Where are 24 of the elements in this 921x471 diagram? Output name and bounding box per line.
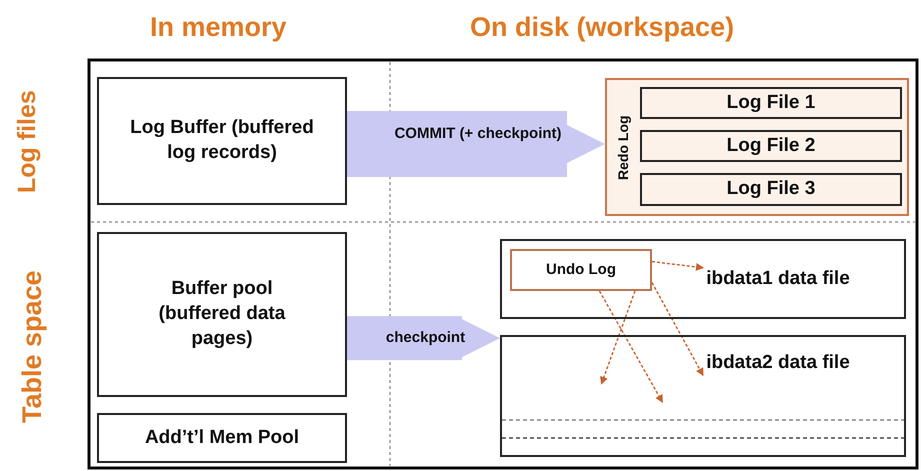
arrow	[600, 290, 636, 385]
memory-box: Log Buffer (buffered log records)	[97, 77, 347, 205]
arrow	[652, 260, 704, 271]
row-heading: Log files	[14, 90, 42, 196]
log-file-box: Log File 2	[640, 130, 902, 162]
arrow	[651, 282, 704, 376]
block-arrow	[347, 316, 500, 360]
log-file-box: Log File 3	[640, 173, 902, 206]
column-heading: On disk (workspace)	[470, 12, 734, 43]
arrow	[598, 290, 663, 403]
edge-label: checkpoint	[384, 329, 466, 348]
edge-label: COMMIT (+ checkpoint)	[393, 125, 563, 143]
redo-log-group	[605, 78, 909, 216]
memory-box: Buffer pool (buffered data pages)	[97, 232, 347, 397]
node-text: ibdata1 data file	[705, 266, 851, 291]
node-text: ibdata2 data file	[705, 351, 851, 375]
data-file-box	[500, 335, 906, 457]
column-heading: In memory	[150, 12, 287, 43]
row-heading: Table space	[18, 270, 48, 426]
log-file-box: Log File 1	[640, 87, 902, 119]
undo-log-box: Undo Log	[510, 249, 652, 291]
data-file-box	[500, 239, 906, 319]
group-title: Redo Log	[615, 114, 631, 182]
memory-box: Add’t’l Mem Pool	[97, 413, 347, 463]
